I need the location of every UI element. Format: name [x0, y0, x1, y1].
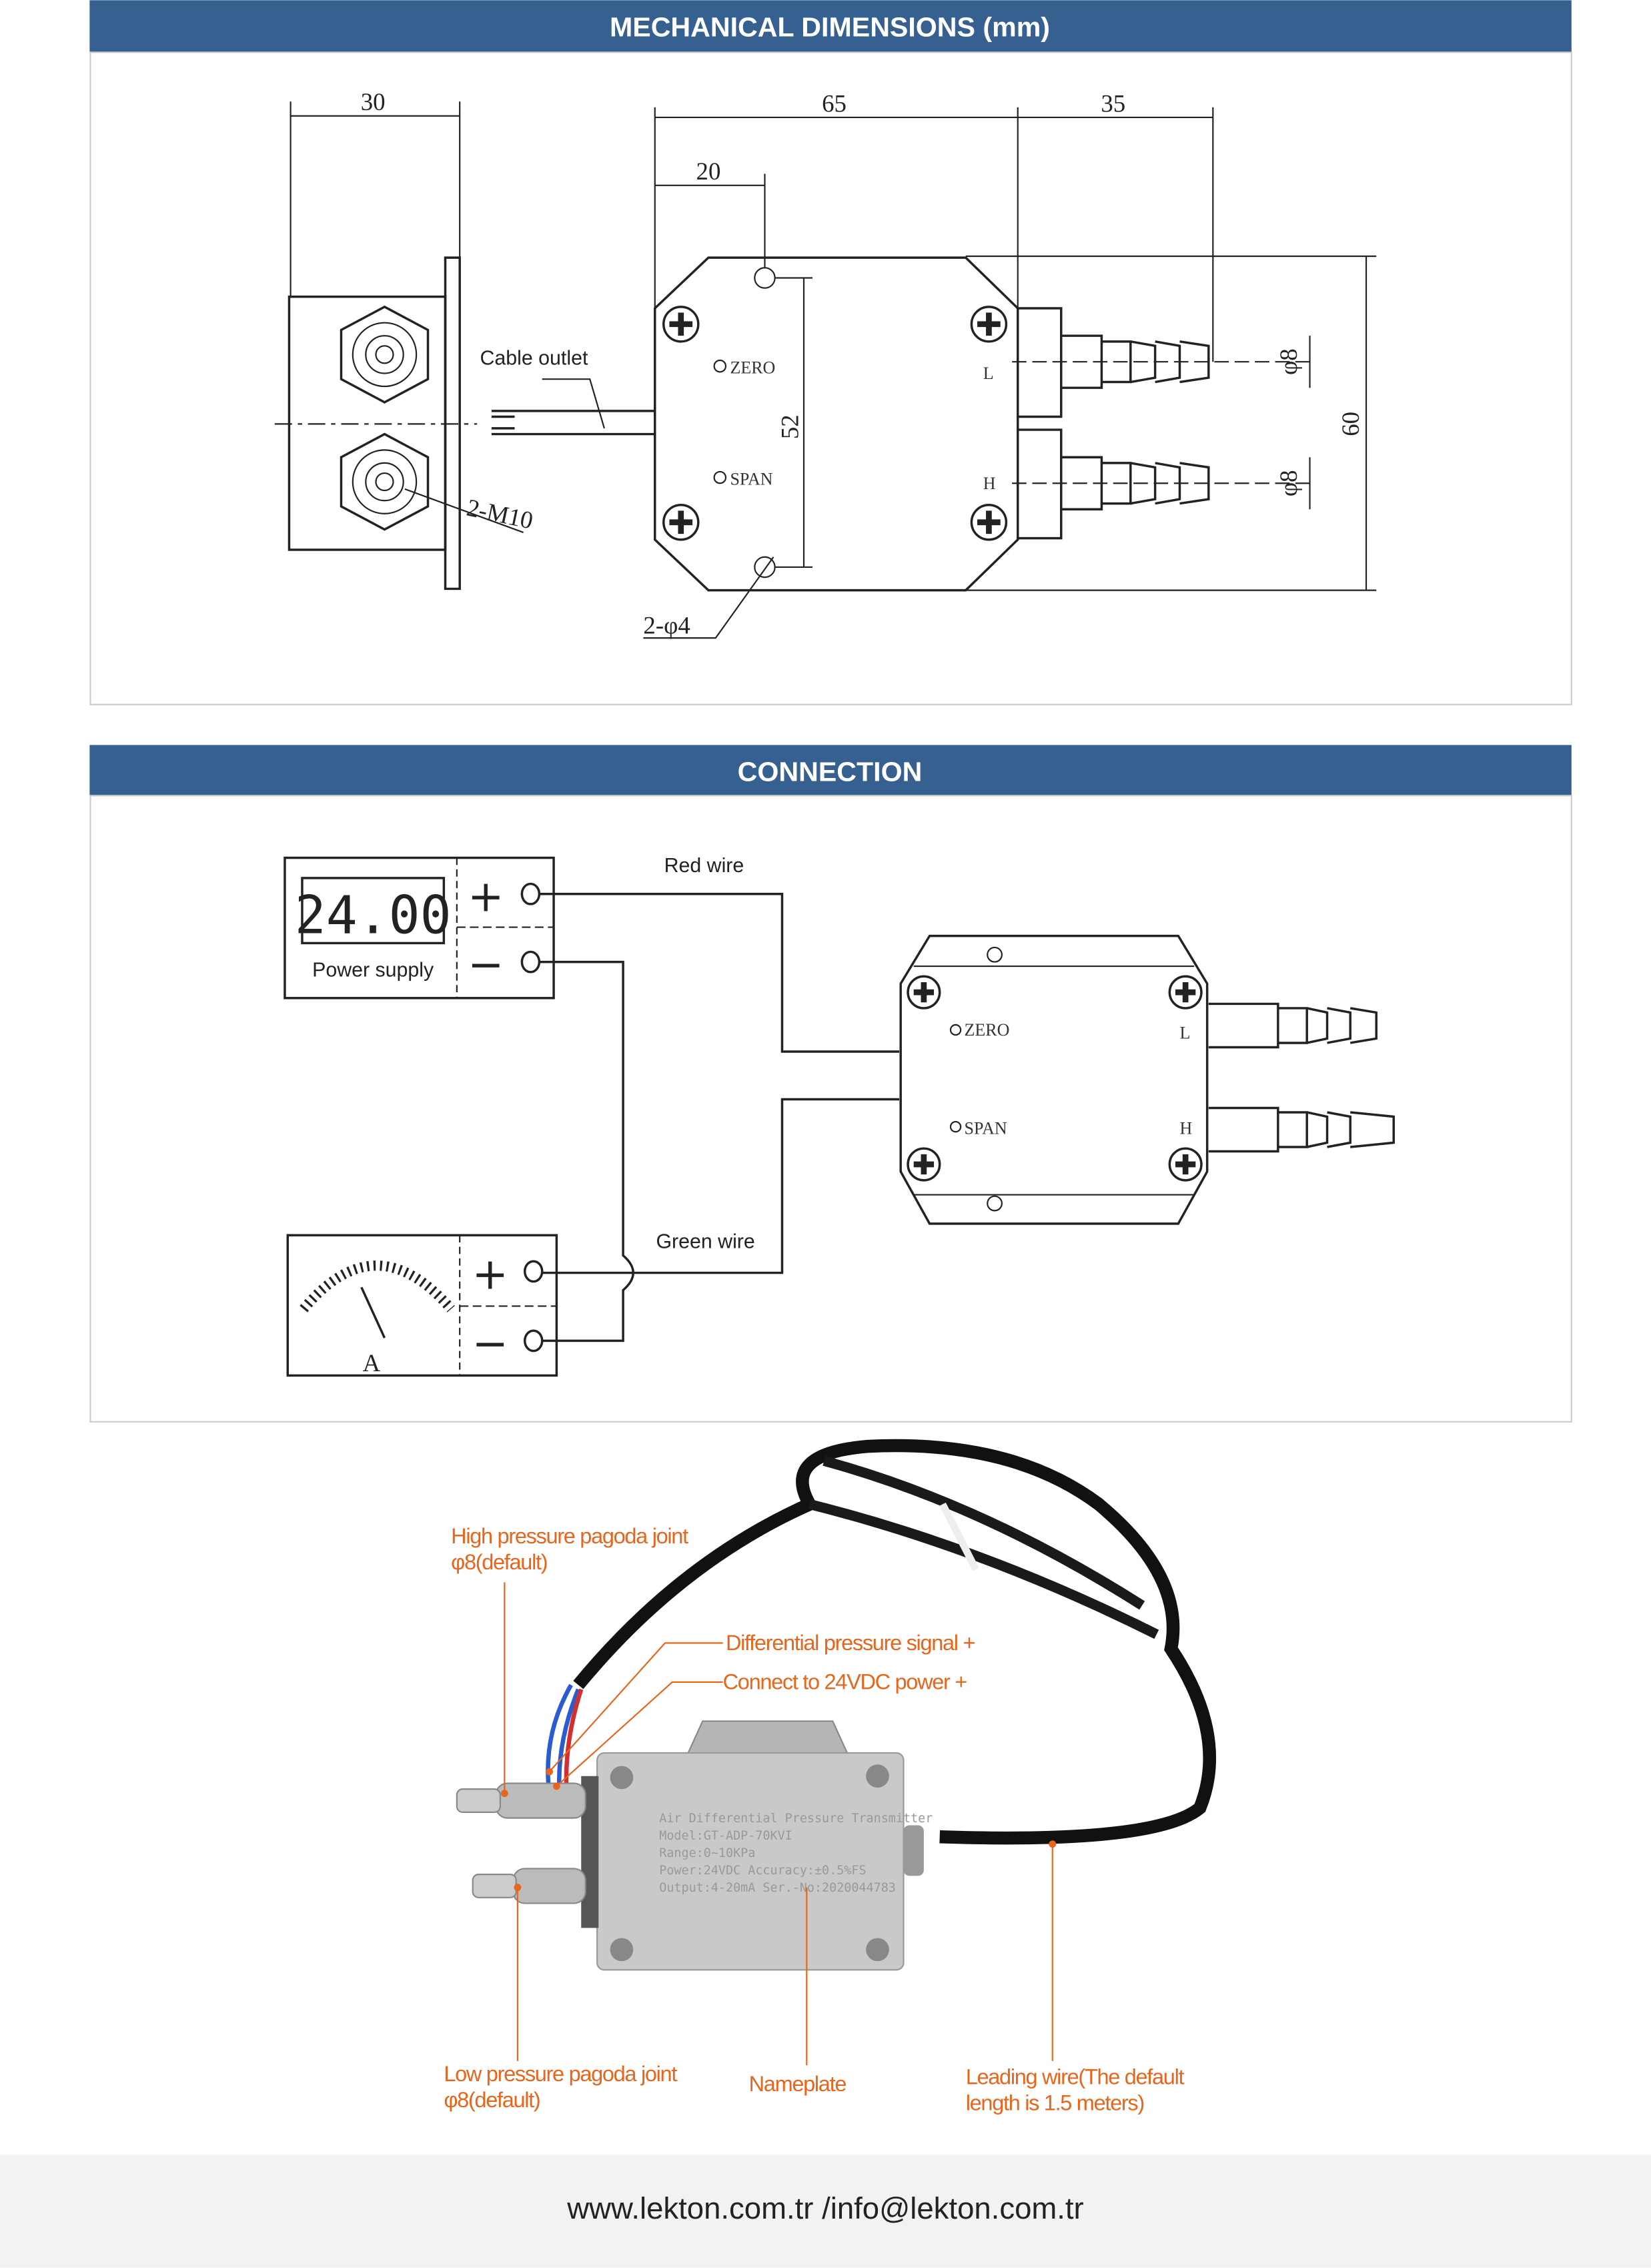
power-display-value: 24.00 [295, 885, 452, 946]
screw-icon [970, 504, 1008, 541]
svg-text:65: 65 [822, 89, 847, 117]
svg-text:Range:0~10KPa: Range:0~10KPa [659, 1846, 755, 1860]
svg-text:ZERO: ZERO [730, 358, 775, 378]
svg-text:Green wire: Green wire [656, 1231, 754, 1253]
connection-panel [89, 795, 1572, 1423]
svg-text:φ8: φ8 [1275, 348, 1302, 375]
svg-text:+: + [468, 872, 504, 922]
svg-text:Cable outlet: Cable outlet [480, 348, 588, 370]
svg-text:ZERO: ZERO [965, 1020, 1010, 1040]
mechanical-drawing: 30 2-M10 Cable outlet ZERO SPAN L H 65 3… [274, 88, 1377, 639]
connection-title: CONNECTION [738, 757, 923, 787]
svg-text:−: − [472, 1318, 508, 1369]
screw-icon [970, 306, 1008, 343]
dimensions-title: MECHANICAL DIMENSIONS (mm) [610, 12, 1050, 43]
callout-high-pressure: High pressure pagoda joint [451, 1524, 688, 1548]
dimensions-header [89, 0, 1572, 53]
callout-nameplate: Nameplate [749, 2072, 847, 2096]
svg-text:Red wire: Red wire [664, 855, 744, 877]
svg-text:35: 35 [1101, 89, 1125, 117]
product-photo: Air Differential Pressure Transmitter Mo… [456, 1439, 1216, 1971]
svg-text:2-M10: 2-M10 [464, 494, 536, 534]
svg-text:52: 52 [776, 414, 803, 439]
svg-text:Air Differential Pressure Tran: Air Differential Pressure Transmitter [659, 1812, 933, 1826]
svg-text:φ8(default): φ8(default) [444, 2088, 540, 2112]
callout-low-pressure: Low pressure pagoda joint [444, 2062, 677, 2086]
svg-text:L: L [983, 364, 994, 383]
svg-text:2-φ4: 2-φ4 [643, 612, 690, 639]
screw-icon [907, 975, 941, 1010]
svg-text:φ8: φ8 [1275, 470, 1302, 496]
dimensions-panel [89, 51, 1572, 705]
footer [0, 2155, 1651, 2268]
screw-icon [907, 1147, 941, 1182]
ammeter: A + − [286, 1234, 558, 1377]
svg-text:SPAN: SPAN [965, 1119, 1007, 1138]
svg-text:30: 30 [361, 88, 386, 115]
screw-icon [662, 504, 700, 541]
svg-text:φ8(default): φ8(default) [451, 1550, 547, 1574]
connection-diagram: 24.00 Power supply + − A + − Red wire Gr… [284, 855, 1395, 1377]
svg-text:H: H [983, 474, 996, 493]
photo-callouts [504, 1582, 1053, 2066]
svg-text:60: 60 [1337, 412, 1364, 436]
screw-icon [1168, 1147, 1203, 1182]
power-supply: 24.00 Power supply + − [284, 856, 555, 1000]
callout-leading-wire: Leading wire(The default [966, 2064, 1185, 2089]
svg-text:A: A [363, 1349, 381, 1377]
svg-text:H: H [1179, 1119, 1192, 1138]
connection-header [89, 745, 1572, 796]
svg-text:20: 20 [696, 157, 721, 185]
svg-text:+: + [472, 1249, 508, 1299]
svg-text:L: L [1179, 1023, 1190, 1042]
screw-icon [1168, 975, 1203, 1010]
svg-text:Power supply: Power supply [312, 959, 434, 981]
svg-text:Output:4-20mA Ser.-No:20200447: Output:4-20mA Ser.-No:2020044783 [659, 1881, 896, 1895]
callout-power: Connect to 24VDC power + [723, 1670, 967, 1694]
screw-icon [662, 306, 700, 343]
svg-text:SPAN: SPAN [730, 469, 772, 488]
svg-text:−: − [468, 940, 504, 990]
svg-text:Model:GT-ADP-70KVI: Model:GT-ADP-70KVI [659, 1829, 792, 1843]
svg-text:Power:24VDC Accuracy:±0.5%FS: Power:24VDC Accuracy:±0.5%FS [659, 1864, 866, 1878]
transmitter-outline: ZERO SPAN L H [899, 934, 1395, 1225]
callout-signal: Differential pressure signal + [726, 1631, 975, 1655]
footer-contact[interactable]: www.lekton.com.tr /info@lekton.com.tr [566, 2191, 1083, 2225]
svg-text:length is 1.5 meters): length is 1.5 meters) [966, 2091, 1144, 2115]
